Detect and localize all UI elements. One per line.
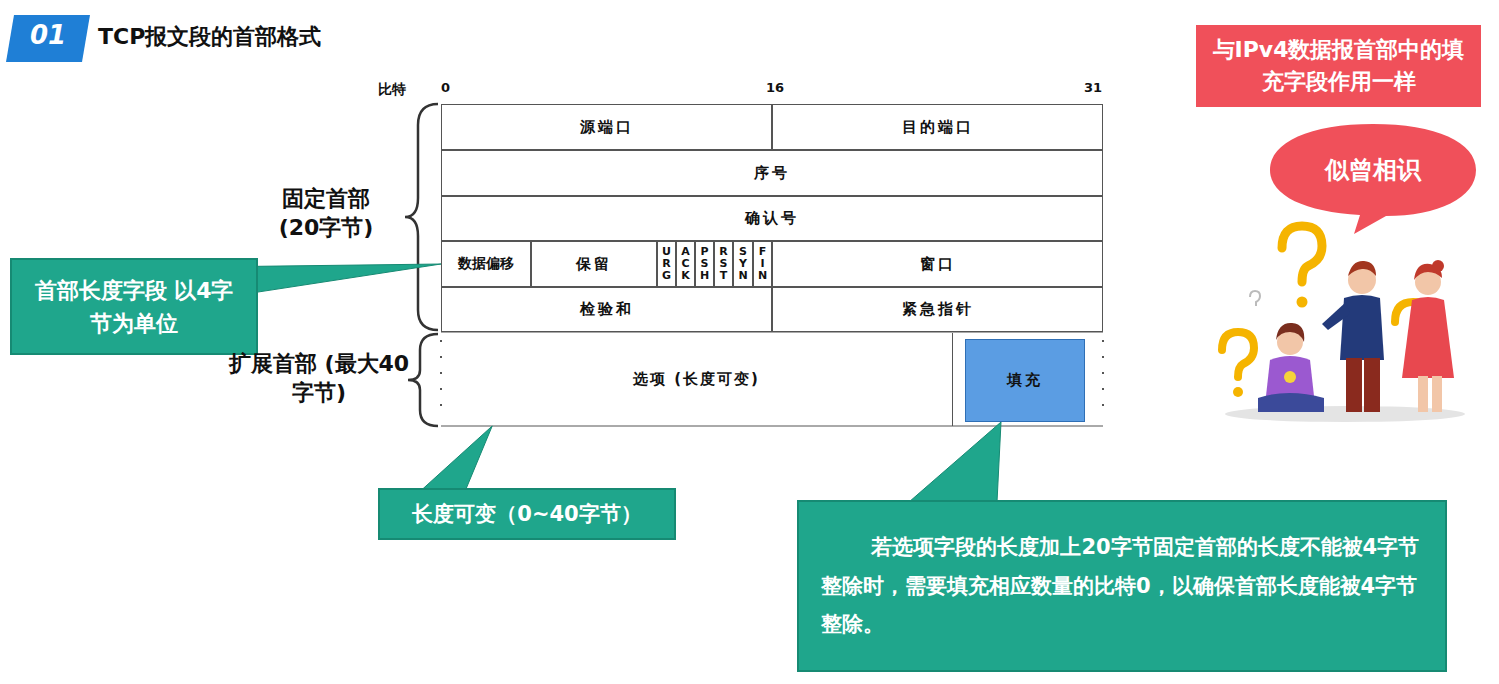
- brace: [405, 104, 438, 330]
- header-field-cell: 确认号: [441, 196, 1103, 241]
- bit-ruler-label: 0: [441, 80, 461, 97]
- node-text: 保留: [576, 255, 612, 274]
- node-text: 长度可变（0~40字节）: [412, 500, 641, 528]
- node-text: 首部长度字段 以4字节为单位: [26, 274, 242, 340]
- callout-box: 若选项字段的长度加上20字节固定首部的长度不能被4字节整除时，需要填充相应数量的…: [797, 500, 1447, 672]
- brace-label: 扩展首部 (最大40字节): [228, 350, 410, 407]
- callout-pointer: [909, 422, 1001, 502]
- callout-box: 长度可变（0~40字节）: [378, 488, 676, 540]
- node-text: 窗口: [920, 255, 956, 274]
- page-title: TCP报文段的首部格式: [98, 22, 321, 52]
- flag-bit-cell: ACK: [676, 241, 695, 287]
- header-field-cell: 填充: [965, 339, 1085, 422]
- node-text: 填充: [1007, 371, 1043, 390]
- node-text: FIN: [757, 246, 768, 282]
- node-text: ACK: [680, 246, 691, 282]
- node-text: 若选项字段的长度加上20字节固定首部的长度不能被4字节整除时，需要填充相应数量的…: [821, 528, 1423, 645]
- flag-bit-cell: URG: [657, 241, 676, 287]
- header-field-cell: 窗口: [772, 241, 1103, 287]
- header-field-cell: 保留: [531, 241, 657, 287]
- callout-pointer: [422, 426, 493, 490]
- node-text: 源端口: [580, 118, 634, 137]
- header-field-cell: 序号: [441, 150, 1103, 196]
- bit-ruler-label: 比特: [378, 80, 418, 98]
- node-text: 与IPv4数据报首部中的填充字段作用一样: [1210, 34, 1467, 98]
- flag-bit-cell: SYN: [733, 241, 753, 287]
- bit-ruler-label: 31: [1084, 80, 1114, 97]
- node-text: 似曾相识: [1325, 154, 1421, 186]
- flag-bit-cell: RST: [714, 241, 733, 287]
- title-badge: [6, 15, 90, 62]
- callout-box: 首部长度字段 以4字节为单位: [10, 258, 258, 355]
- node-text: RST: [718, 246, 729, 282]
- section-number: 01: [14, 19, 82, 53]
- header-field-cell: 目的端口: [772, 104, 1103, 150]
- node-text: 目的端口: [902, 118, 974, 137]
- header-field-cell: 检验和: [441, 287, 772, 332]
- node-text: 数据偏移: [458, 255, 514, 273]
- node-text: 选项 (长度可变): [633, 370, 760, 389]
- node-text: SYN: [738, 246, 749, 282]
- node-text: 确认号: [745, 209, 799, 228]
- people-illustration: [1222, 226, 1465, 422]
- bit-ruler-label: 16: [766, 80, 796, 97]
- node-text: 序号: [754, 164, 790, 183]
- node-text: 检验和: [580, 300, 634, 319]
- brace: [408, 334, 438, 426]
- header-field-cell: 数据偏移: [441, 241, 531, 287]
- node-text: PSH: [699, 246, 710, 282]
- dotted-side: [1102, 340, 1104, 420]
- flag-bit-cell: FIN: [753, 241, 772, 287]
- flag-bit-cell: PSH: [695, 241, 714, 287]
- callout-pointer: [256, 264, 441, 292]
- node-text: 紧急指针: [902, 300, 974, 319]
- row-border: [441, 426, 1103, 427]
- callout-box: 与IPv4数据报首部中的填充字段作用一样: [1196, 25, 1481, 107]
- speech-bubble: 似曾相识: [1266, 120, 1480, 236]
- node-text: URG: [661, 246, 672, 282]
- header-field-cell: 源端口: [441, 104, 772, 150]
- header-field-cell: 紧急指针: [772, 287, 1103, 332]
- header-field-cell: 选项 (长度可变): [441, 333, 953, 426]
- brace-label: 固定首部 (20字节): [258, 185, 394, 242]
